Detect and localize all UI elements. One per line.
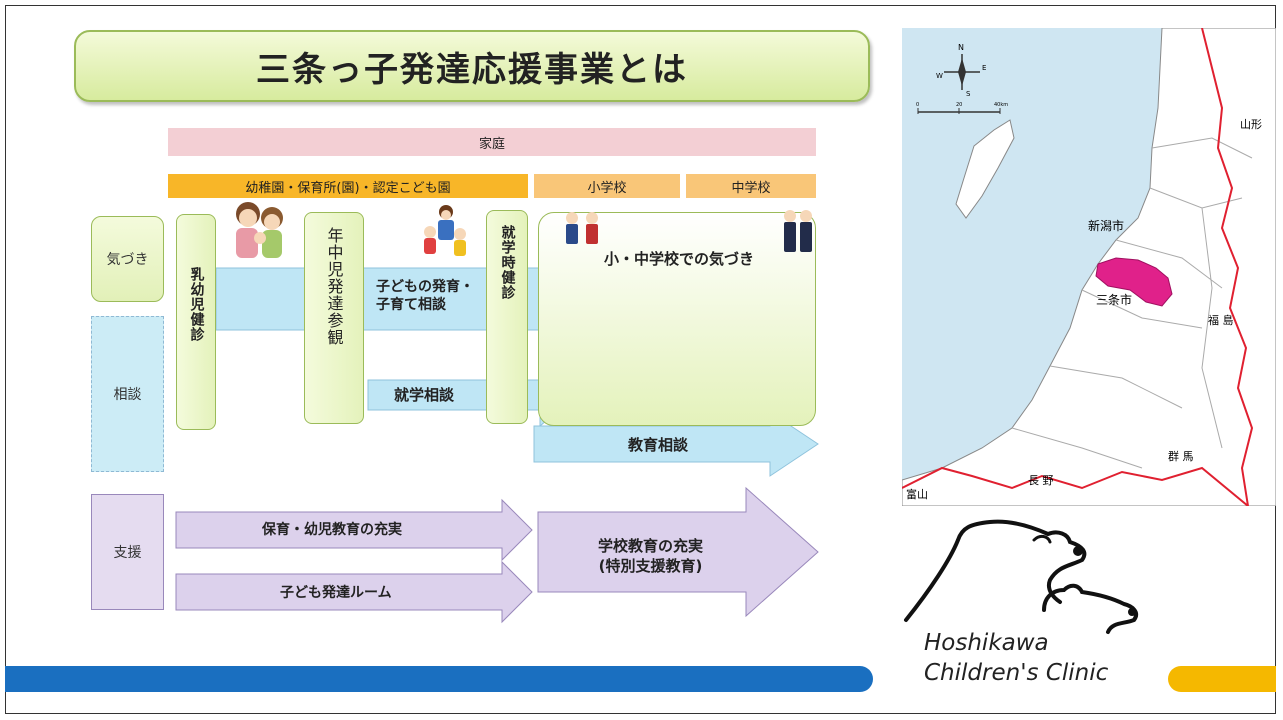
sado-island (955, 119, 1015, 219)
school-education-line1: 学校教育の充実 (598, 537, 704, 555)
nenchu-observation-label: 年中児発達参観 (324, 227, 344, 346)
nenchu-observation-box: 年中児発達参観 (304, 212, 364, 424)
infant-checkup-label: 乳幼児健診 (188, 267, 205, 342)
school-education-line2: (特別支援教育) (598, 557, 703, 575)
arrow-school-education (537, 486, 819, 618)
side-label-support: 支援 (91, 494, 164, 610)
band-junior-high: 中学校 (686, 174, 816, 198)
label-sanjo: 三条市 (1096, 292, 1132, 307)
label-yamagata: 山形 (1240, 118, 1262, 131)
prefecture-border (902, 28, 1254, 506)
development-consult-label: 子どもの発育・ 子育て相談 (376, 278, 474, 314)
label-toyama: 富山 (906, 487, 928, 501)
side-label-awareness: 気づき (91, 216, 164, 302)
school-awareness-panel (538, 212, 816, 426)
clinic-name-line2: Children's Clinic (924, 660, 1109, 686)
label-nagano: 長 野 (1028, 474, 1054, 487)
band-kindergarten: 幼稚園・保育所(園)・認定こども園 (168, 174, 528, 198)
clinic-name: Hoshikawa Children's Clinic (924, 628, 1108, 688)
arrow-childcare (175, 498, 533, 562)
band-elementary: 小学校 (534, 174, 680, 198)
side-label-consultation: 相談 (91, 316, 164, 472)
label-gunma: 群 馬 (1168, 449, 1194, 463)
compass-s: S (966, 90, 971, 98)
scale-20: 20 (956, 102, 962, 108)
scale-bar: 0 20 40km (916, 102, 1008, 114)
map-land (902, 28, 1276, 506)
compass-n: N (958, 43, 964, 52)
development-consult-line1: 子どもの発育・ (376, 279, 474, 295)
school-entry-consult-label: 就学相談 (394, 386, 455, 404)
scale-0: 0 (916, 102, 919, 108)
school-awareness-label: 小・中学校での気づき (604, 250, 755, 268)
development-consult-line2: 子育て相談 (376, 297, 446, 313)
school-entry-checkup-label: 就学時健診 (499, 225, 516, 300)
compass-icon: N S E W (936, 43, 986, 98)
footer-blue-bar (5, 666, 873, 692)
school-entry-checkup-box: 就学時健診 (486, 210, 528, 424)
development-room-label: 子ども発達ルーム (280, 585, 392, 601)
page-title: 三条っ子発達応援事業とは (256, 49, 688, 90)
compass-e: E (982, 64, 986, 72)
sanjo-city (1095, 257, 1173, 307)
label-niigata: 新潟市 (1088, 218, 1124, 233)
childcare-label: 保育・幼児教育の充実 (262, 522, 402, 538)
education-consult-label: 教育相談 (628, 436, 689, 454)
footer-yellow-bar (1168, 666, 1276, 692)
arrow-development-room (175, 560, 533, 624)
school-education-label: 学校教育の充実 (特別支援教育) (598, 536, 703, 576)
infant-checkup-box: 乳幼児健診 (176, 214, 216, 430)
title-banner: 三条っ子発達応援事業とは (74, 30, 870, 102)
map-municipal-lines (1011, 137, 1253, 469)
label-fukushima: 福 島 (1208, 313, 1234, 327)
band-home: 家庭 (168, 128, 816, 156)
compass-w: W (936, 72, 943, 80)
scale-40: 40km (994, 102, 1008, 108)
niigata-map: N S E W 0 20 40km 山形 新潟市 三条市 福 島 群 馬 長 野… (902, 28, 1276, 506)
clinic-name-line1: Hoshikawa (924, 630, 1049, 656)
